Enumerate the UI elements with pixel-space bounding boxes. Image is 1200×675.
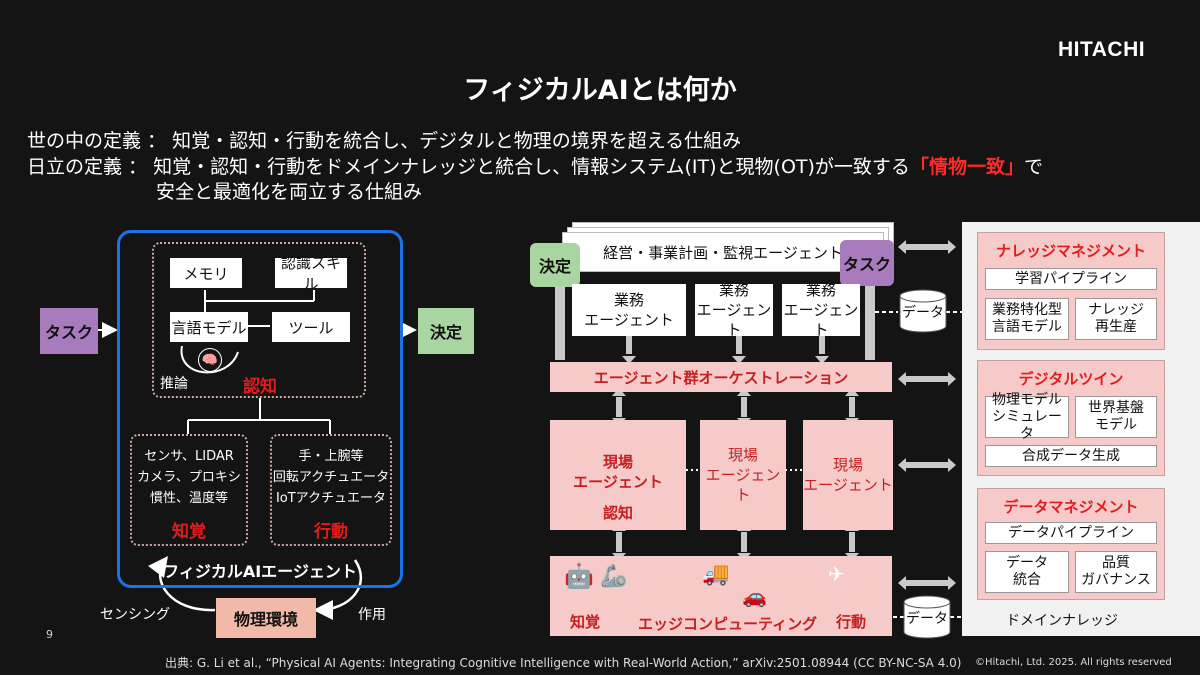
memory-box: メモリ [170,258,242,288]
center-decision-box: 決定 [530,243,580,287]
edge-computing-box [550,556,892,636]
domain-llm-box: 業務特化型 言語モデル [985,298,1069,340]
perception-items: センサ、LIDAR カメラ、プロキシ 慣性、温度等 [130,446,248,509]
cognition-frame [152,242,366,398]
robot-arm-icon: 🦾 [600,564,628,589]
data-store-bottom-label: データ [906,611,948,627]
action-items: 手・上腕等 回転アクチュエータ IoTアクチュエータ [270,446,392,509]
action-frame [270,434,392,546]
orchestration-bar: エージェント群オーケストレーション [550,362,892,392]
definition-hitachi: 日立の定義 ： 知覚・認知・行動をドメインナレッジと統合し、情報システム(IT)… [27,156,1043,179]
domain-knowledge-label: ドメインナレッジ [1006,613,1118,629]
field-agent-box: 現場 エージェント [803,420,893,530]
field-agent-label: 現場 エージェント [573,453,663,491]
left-decision-box: 決定 [418,308,474,354]
quality-governance-box: 品質 ガバナンス [1075,551,1157,593]
knowledge-regen-box: ナレッジ 再生産 [1075,298,1157,340]
brain-icon: 🧠 [198,348,222,372]
field-agent-box-primary: 現場 エージェント 認知 [550,420,686,530]
edge-perception-label: 知覚 [570,613,601,631]
page-title: フィジカルAIとは何か [463,75,737,106]
synthetic-data-box: 合成データ生成 [985,445,1157,467]
definition-hitachi-line2: 安全と最適化を両立する仕組み [156,181,423,203]
drone-icon: ✈ [828,562,845,586]
perception-item: カメラ、プロキシ [137,470,241,485]
action-item: 回転アクチュエータ [272,470,390,485]
knowledge-management-title: ナレッジマネジメント [995,242,1146,260]
field-cognition-label: 認知 [602,504,633,522]
data-pipeline-box: データパイプライン [985,522,1157,544]
physical-ai-agent-label: フィジカルAIエージェント [163,562,357,581]
data-management-title: データマネジメント [1003,498,1139,516]
definition-hitachi-suffix: で [1023,156,1043,178]
physical-ai-agent-frame [117,230,403,588]
copyright: ©Hitachi, Ltd. 2025. All rights reserved [975,657,1172,668]
reasoning-label: 推論 [160,376,188,392]
business-agent-box: 業務 エージェント [572,284,686,336]
action-label: 行動 [314,522,348,542]
digital-twin-title: デジタルツイン [1018,370,1124,388]
page-number: 9 [46,628,53,641]
car-icon: 🚗 [742,584,767,608]
business-agent-box: 業務 エージェント [695,281,773,339]
perception-item: 慣性、温度等 [149,491,228,506]
joubutsu-icchi-highlight: 「情物一致」 [909,156,1024,178]
action-item: 手・上腕等 [298,449,364,464]
action-item: IoTアクチュエータ [275,491,387,506]
perception-frame [130,434,248,546]
definition-general: 世の中の定義 ： 知覚・認知・行動を統合し、デジタルと物理の境界を超える仕組み [27,130,742,152]
field-agent-box: 現場 エージェント [700,420,786,530]
edge-computing-label: エッジコンピューティング [638,615,818,633]
management-agent-box: 経営・事業計画・監視エージェント [562,232,884,272]
sensing-label: センシング [100,607,170,623]
source-citation: 出典: G. Li et al., “Physical AI Agents: I… [165,656,962,670]
robot-icon: 🤖 [564,562,594,590]
center-task-box: タスク [840,240,894,286]
hitachi-logo: HITACHI [1058,38,1146,61]
data-store-top-label: データ [902,305,944,321]
cognition-label: 認知 [243,377,277,397]
actuation-label: 作用 [358,607,386,623]
truck-icon: 🚚 [702,562,730,587]
cognitive-skill-box: 認識スキル [275,254,347,293]
perception-label: 知覚 [172,522,206,542]
physics-simulator-box: 物理モデル シミュレータ [985,392,1069,442]
physical-environment-box: 物理環境 [216,598,316,638]
business-agent-box: 業務 エージェント [782,281,860,339]
data-integration-box: データ 統合 [985,551,1069,593]
perception-item: センサ、LIDAR [144,449,234,464]
edge-action-label: 行動 [836,613,867,631]
definition-hitachi-text: 日立の定義 ： 知覚・認知・行動をドメインナレッジと統合し、情報システム(IT)… [27,156,910,178]
language-model-box: 言語モデル [170,312,248,342]
learning-pipeline-box: 学習パイプライン [985,268,1157,290]
left-task-box: タスク [40,308,98,354]
tool-box: ツール [272,312,350,342]
world-model-box: 世界基盤 モデル [1075,396,1157,438]
